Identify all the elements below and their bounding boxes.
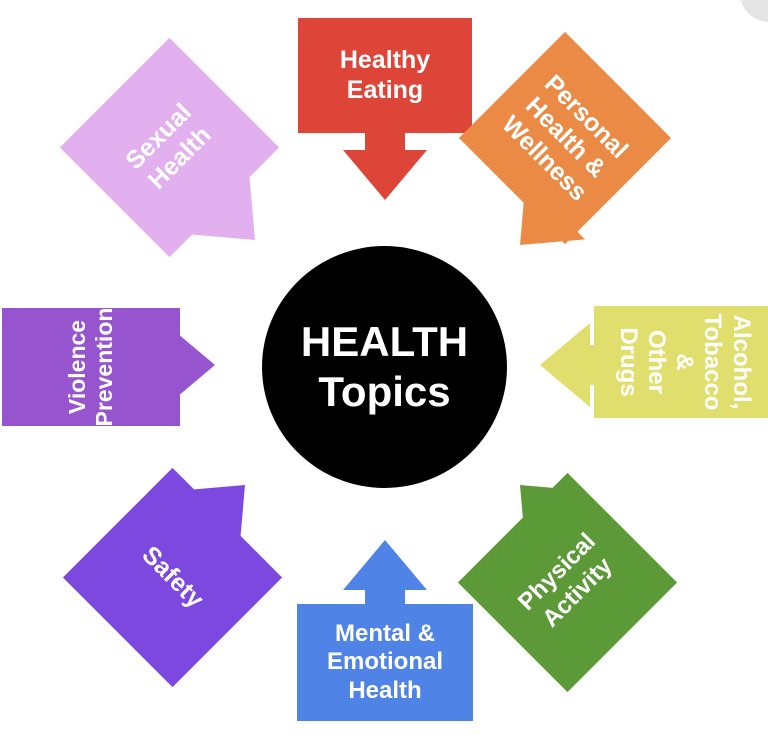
safety-label-line: Safety	[136, 540, 210, 614]
alcohol-tobacco-label-line: Alcohol,	[727, 314, 755, 410]
center-title-line1: HEALTH	[300, 317, 469, 365]
alcohol-tobacco-label: Alcohol,Tobacco &Other Drugs	[613, 306, 755, 418]
safety-label: Safety	[136, 541, 210, 615]
mental-health-label-line: Emotional	[326, 648, 443, 676]
alcohol-tobacco-label-line: Tobacco &	[671, 313, 727, 411]
center-circle: HEALTH Topics	[262, 246, 507, 488]
alcohol-tobacco-card: Alcohol,Tobacco &Other Drugs	[594, 306, 768, 418]
alcohol-tobacco-arrow	[540, 323, 620, 407]
alcohol-tobacco-label-line: Other Drugs	[614, 327, 670, 397]
healthy-eating-label-line: Healthy	[339, 46, 431, 74]
mental-health-arrow	[343, 540, 427, 620]
mental-health-label-line: Mental &	[334, 620, 435, 648]
violence-prevention-label-line: Violence	[63, 319, 90, 415]
violence-prevention-label-line: Prevention	[91, 307, 117, 427]
healthy-eating-label-line: Eating	[346, 75, 424, 104]
center-title-line2: Topics	[318, 368, 451, 415]
mental-health-label-line: Health	[348, 676, 422, 704]
healthy-eating-arrow	[343, 120, 427, 200]
